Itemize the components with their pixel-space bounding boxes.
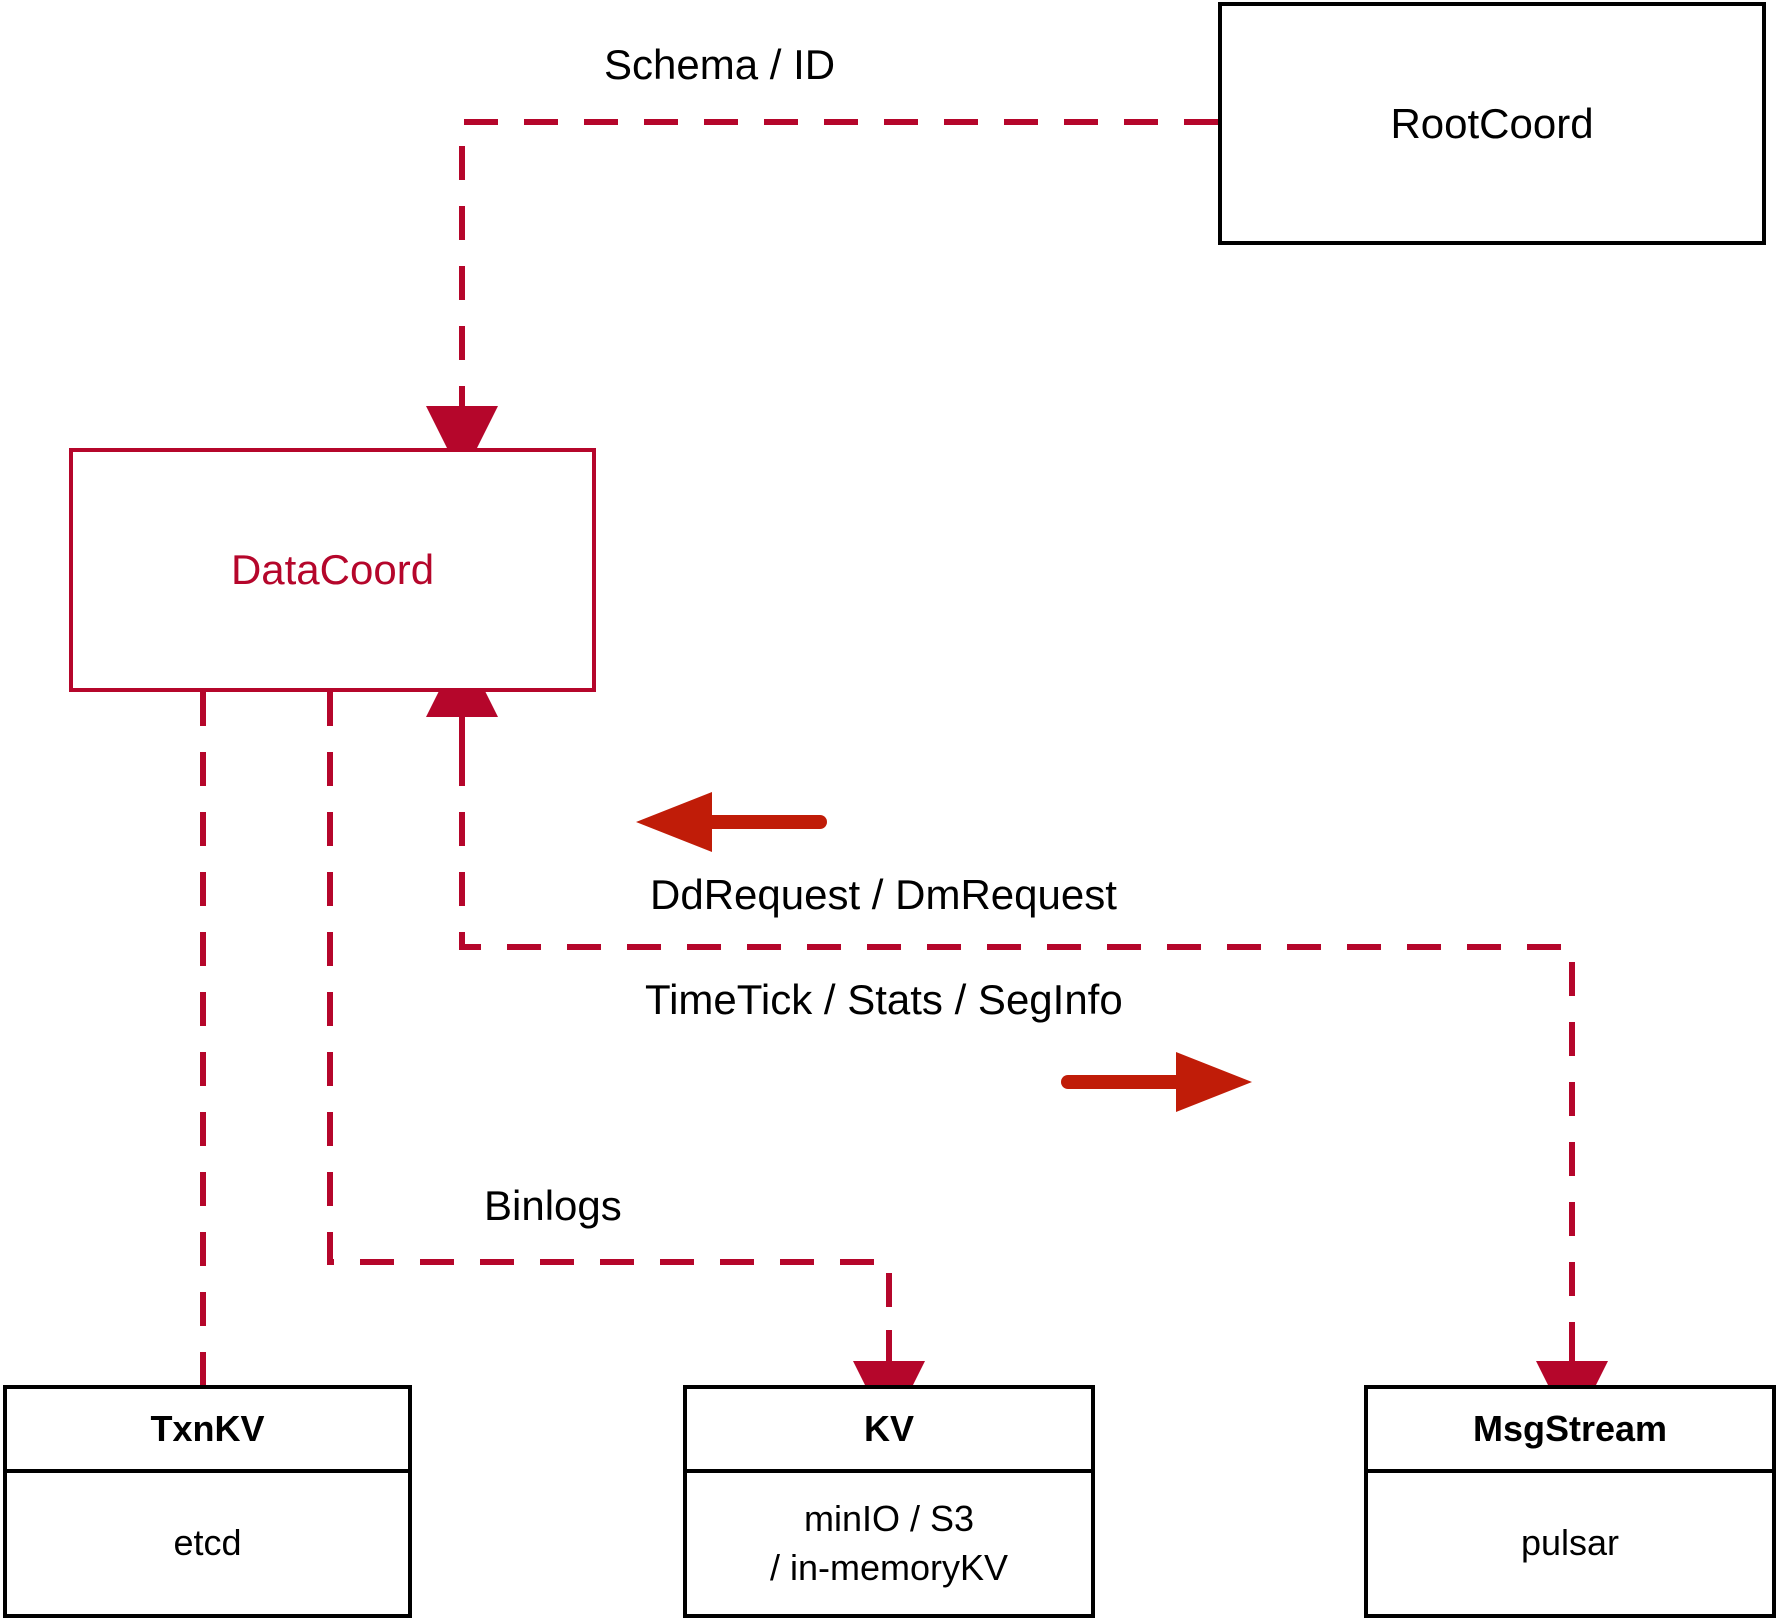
edge-label-timetick-stats-seginfo: TimeTick / Stats / SegInfo: [645, 976, 1123, 1023]
msgstream-title: MsgStream: [1472, 1408, 1668, 1449]
direction-arrow-left: [636, 792, 827, 852]
txnkv-body-line-1: etcd: [173, 1522, 242, 1564]
txnkv-title: TxnKV: [150, 1408, 265, 1449]
edge-label-binlogs: Binlogs: [484, 1182, 622, 1229]
msgstream-body-line-1: pulsar: [1520, 1522, 1620, 1564]
kv-body: minIO / S3 / in-memoryKV: [687, 1469, 1091, 1614]
node-kv[interactable]: KV minIO / S3 / in-memoryKV: [683, 1385, 1095, 1618]
datacoord-label: DataCoord: [230, 546, 435, 593]
edge-label-schema-id: Schema / ID: [604, 41, 836, 88]
kv-body-line-1: minIO / S3: [803, 1497, 975, 1539]
edge-label-dd-dm-request: DdRequest / DmRequest: [650, 871, 1117, 918]
node-datacoord[interactable]: DataCoord: [69, 448, 596, 692]
rootcoord-label: RootCoord: [1390, 99, 1594, 147]
node-msgstream[interactable]: MsgStream pulsar: [1364, 1385, 1776, 1618]
edge-binlogs: [327, 692, 925, 1433]
node-txnkv[interactable]: TxnKV etcd: [3, 1385, 412, 1618]
kv-body-line-2: / in-memoryKV: [769, 1546, 1009, 1588]
msgstream-body: pulsar: [1368, 1469, 1772, 1614]
node-rootcoord[interactable]: RootCoord: [1218, 2, 1766, 245]
direction-arrow-right: [1061, 1052, 1252, 1112]
edge-msgstream-datacoord: [426, 645, 1608, 1433]
txnkv-body: etcd: [7, 1469, 408, 1614]
kv-title: KV: [863, 1408, 914, 1449]
edge-schema-id: [426, 119, 1218, 478]
